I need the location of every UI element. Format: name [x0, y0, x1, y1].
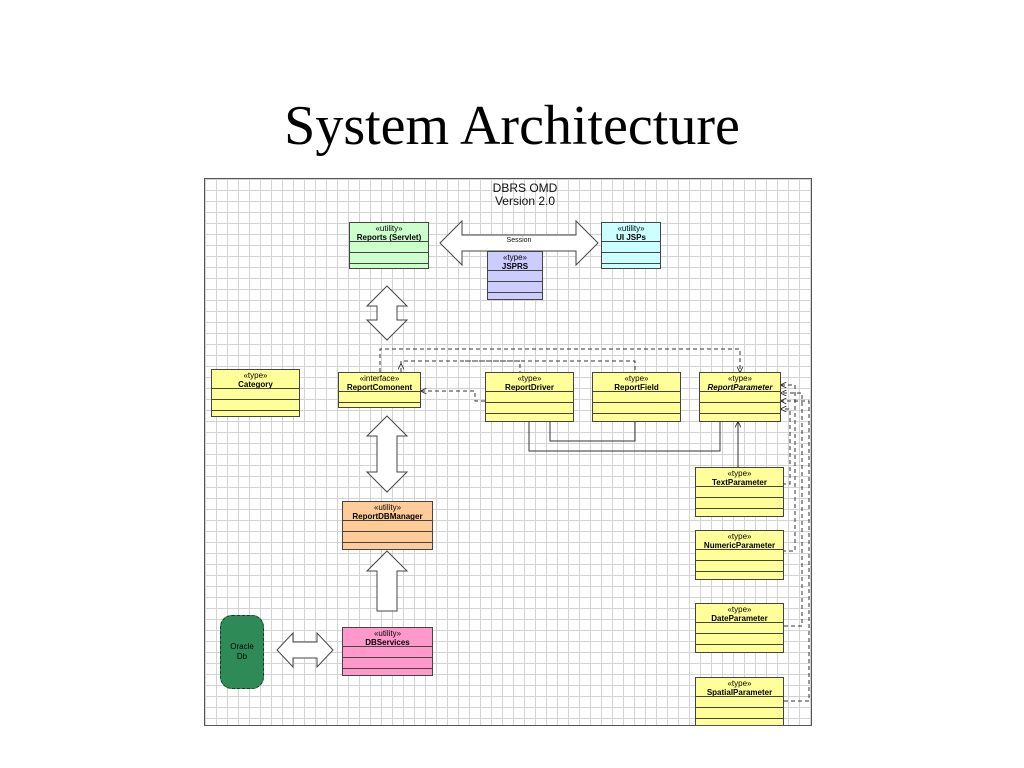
category-box[interactable]: «type»Category: [211, 369, 300, 417]
stereotype-label: «utility»: [373, 629, 402, 638]
report-db-manager-box[interactable]: «utility»ReportDBManager: [342, 501, 433, 550]
dbservices-up-arrow: [365, 550, 409, 612]
stereotype-label: «utility»: [373, 503, 402, 512]
db-services-box[interactable]: «utility»DBServices: [342, 627, 433, 676]
box-name: DateParameter: [711, 614, 768, 623]
box-name: NumericParameter: [703, 541, 776, 550]
stereotype-label: «type»: [727, 374, 753, 383]
report-field-box[interactable]: «type»ReportField: [592, 372, 681, 422]
oracle-db-label-line2: Db: [236, 652, 248, 661]
box-name: ReportField: [614, 383, 659, 392]
stereotype-label: «type»: [727, 679, 752, 688]
jsprs-box[interactable]: «type»JSPRS: [487, 251, 543, 300]
diagram-connectors: [276, 219, 810, 702]
box-name: Reports (Servlet): [356, 233, 422, 242]
box-name: SpatialParameter: [706, 688, 773, 697]
reports-component-double-arrow: [365, 285, 409, 341]
session-double-arrow: [439, 219, 599, 267]
box-name: ReportDriver: [505, 383, 554, 392]
architecture-diagram: DBRS OMD Version 2.0 Session «utility»Re…: [204, 178, 812, 726]
text-parameter-box[interactable]: «type»TextParameter: [695, 467, 784, 517]
stereotype-label: «type»: [727, 469, 752, 478]
component-dbmanager-double-arrow: [365, 415, 409, 493]
diagram-title-line2: Version 2.0: [494, 194, 556, 208]
stereotype-label: «type»: [502, 253, 528, 262]
reports-servlet-box[interactable]: «utility»Reports (Servlet): [349, 222, 429, 269]
stereotype-label: «utility»: [617, 224, 645, 233]
box-name: TextParameter: [712, 478, 767, 487]
box-name: ReportDBManager: [352, 512, 423, 521]
stereotype-label: «type»: [243, 371, 268, 380]
oracle-db-label-line1: Oracle: [230, 642, 254, 651]
session-label: Session: [506, 237, 532, 244]
stereotype-label: «utility»: [375, 224, 403, 233]
report-parameter-box[interactable]: «type»ReportParameter: [699, 372, 781, 422]
ui-jsps-box[interactable]: «utility»UI JSPs: [601, 222, 661, 269]
box-name: ReportParameter: [707, 383, 773, 392]
stereotype-label: «type»: [727, 605, 752, 614]
date-parameter-box[interactable]: «type»DateParameter: [695, 603, 784, 653]
diagram-title-line1: DBRS OMD: [492, 181, 558, 195]
report-driver-box[interactable]: «type»ReportDriver: [485, 372, 574, 422]
box-name: JSPRS: [501, 262, 529, 271]
numeric-parameter-box[interactable]: «type»NumericParameter: [695, 530, 784, 580]
stereotype-label: «type»: [517, 374, 542, 383]
slide-title: System Architecture: [284, 95, 740, 157]
spatial-parameter-box[interactable]: «type»SpatialParameter: [695, 677, 784, 725]
oracle-dbservices-double-arrow: [276, 631, 334, 669]
box-name: Category: [238, 380, 273, 389]
box-name: ReportComonent: [346, 383, 413, 392]
box-name: UI JSPs: [616, 233, 646, 242]
stereotype-label: «type»: [624, 374, 649, 383]
diagram-title: DBRS OMD Version 2.0: [445, 182, 605, 208]
stereotype-label: «interface»: [359, 374, 400, 383]
report-component-box[interactable]: «interface»ReportComonent: [338, 372, 421, 408]
box-name: DBServices: [365, 638, 410, 647]
stereotype-label: «type»: [727, 532, 752, 541]
oracle-db-node[interactable]: Oracle Db: [220, 615, 264, 689]
